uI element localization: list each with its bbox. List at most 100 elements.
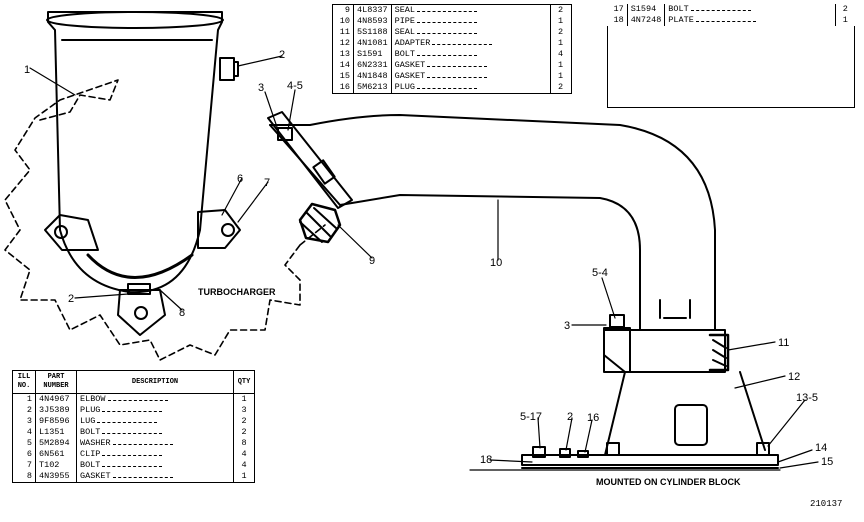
dot-leader bbox=[432, 38, 493, 45]
dot-leader bbox=[417, 5, 478, 12]
item-number: 15 bbox=[332, 71, 354, 82]
description: LUG bbox=[77, 416, 234, 427]
clip-band bbox=[86, 253, 194, 279]
description: GASKET bbox=[77, 471, 234, 483]
callout-7: 7 bbox=[264, 177, 270, 189]
callout-2-base: 2 bbox=[567, 411, 573, 423]
part-number: 3J5389 bbox=[35, 405, 77, 416]
dot-leader bbox=[417, 82, 478, 89]
description: BOLT bbox=[665, 4, 835, 15]
adapter-neck bbox=[604, 371, 766, 456]
callout-6: 6 bbox=[237, 173, 243, 185]
parts-table-header: ILL NO. PART NUMBER DESCRIPTION QTY bbox=[12, 370, 255, 394]
part-number: 5M6213 bbox=[353, 82, 392, 94]
callout-10: 10 bbox=[490, 257, 502, 269]
item-number: 5 bbox=[12, 438, 36, 449]
turbocharger-outline bbox=[4, 79, 301, 361]
callout-2-plug: 2 bbox=[279, 49, 285, 61]
lug-right bbox=[197, 209, 241, 249]
lug-bottom bbox=[117, 289, 166, 336]
callout-3-adapter: 3 bbox=[564, 320, 570, 332]
part-number: 4N7248 bbox=[627, 15, 666, 26]
part-number: 4N4967 bbox=[35, 393, 77, 405]
quantity: 1 bbox=[549, 71, 572, 82]
header-ill-no: ILL NO. bbox=[12, 370, 36, 394]
part-number: S1594 bbox=[627, 4, 666, 15]
item-number: 10 bbox=[332, 16, 354, 27]
description: WASHER bbox=[77, 438, 234, 449]
dot-leader bbox=[112, 438, 173, 445]
description: PLATE bbox=[665, 15, 835, 26]
callout-15: 15 bbox=[821, 456, 833, 468]
part-number: 4N3955 bbox=[35, 471, 77, 483]
seal-11 bbox=[708, 333, 730, 372]
dot-leader bbox=[417, 27, 478, 34]
description: SEAL bbox=[391, 5, 550, 17]
part-number: 4N8593 bbox=[353, 16, 392, 27]
dot-leader bbox=[102, 427, 163, 434]
description: BOLT bbox=[77, 427, 234, 438]
callout-12: 12 bbox=[788, 371, 800, 383]
description: GASKET bbox=[391, 60, 550, 71]
quantity: 1 bbox=[233, 471, 255, 483]
quantity: 2 bbox=[834, 4, 855, 15]
quantity: 2 bbox=[233, 427, 255, 438]
callout-5-4: 5-4 bbox=[592, 267, 608, 279]
part-number: 4N1848 bbox=[353, 71, 392, 82]
figure-number: 210137 bbox=[810, 499, 842, 509]
quantity: 2 bbox=[233, 416, 255, 427]
callout-4-5: 4-5 bbox=[287, 80, 303, 92]
part-number: 5M2894 bbox=[35, 438, 77, 449]
item-number: 11 bbox=[332, 27, 354, 38]
part-number: 9F8596 bbox=[35, 416, 77, 427]
callout-8: 8 bbox=[179, 307, 185, 319]
part-number: S1591 bbox=[353, 49, 392, 60]
description: CLIP bbox=[77, 449, 234, 460]
quantity: 4 bbox=[549, 49, 572, 60]
item-number: 17 bbox=[607, 4, 628, 15]
item-number: 1 bbox=[12, 393, 36, 405]
quantity: 4 bbox=[233, 460, 255, 471]
description: PLUG bbox=[391, 82, 550, 94]
quantity: 1 bbox=[233, 393, 255, 405]
description: BOLT bbox=[391, 49, 550, 60]
quantity: 8 bbox=[233, 438, 255, 449]
callout-18: 18 bbox=[480, 454, 492, 466]
quantity: 3 bbox=[233, 405, 255, 416]
callout-3-flange: 3 bbox=[258, 82, 264, 94]
callout-13-5: 13-5 bbox=[796, 392, 818, 404]
dot-leader bbox=[102, 460, 163, 467]
callout-5-17: 5-17 bbox=[520, 411, 542, 423]
elbow-top-flange bbox=[46, 11, 224, 29]
item-number: 16 bbox=[332, 82, 354, 94]
quantity: 2 bbox=[549, 4, 572, 16]
description: ELBOW bbox=[77, 394, 234, 406]
quantity: 2 bbox=[549, 82, 572, 94]
description: PLUG bbox=[77, 405, 234, 416]
callout-16: 16 bbox=[587, 412, 599, 424]
dot-leader bbox=[97, 416, 158, 423]
dot-leader bbox=[102, 405, 163, 412]
part-number: L1351 bbox=[35, 427, 77, 438]
item-number: 8 bbox=[12, 471, 36, 483]
part-number: T102 bbox=[35, 460, 77, 471]
description: PIPE bbox=[391, 16, 550, 27]
dot-leader bbox=[427, 60, 488, 67]
callout-9: 9 bbox=[369, 255, 375, 267]
dot-leader bbox=[112, 471, 173, 478]
item-number: 2 bbox=[12, 405, 36, 416]
